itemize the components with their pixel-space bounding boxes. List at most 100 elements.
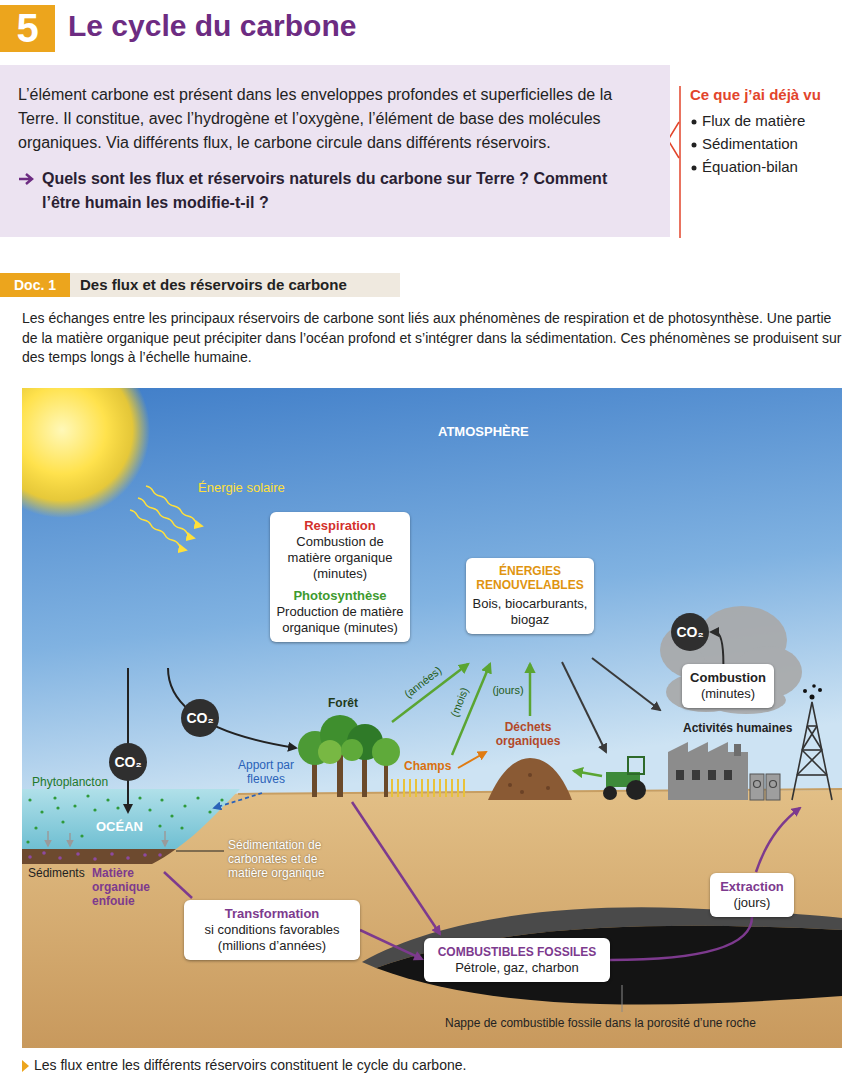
- phytoplankton-dots: [220, 798, 223, 801]
- use-arrows: [562, 662, 606, 752]
- node-text: Respiration: [276, 518, 404, 534]
- leader-line: [622, 985, 623, 1012]
- phytoplankton-dots: [106, 798, 109, 801]
- node-text: CO₂: [114, 754, 141, 770]
- crop-field: [427, 779, 429, 797]
- oil-derrick: [792, 702, 832, 800]
- fossilisation-arrows: [164, 872, 192, 898]
- sedimentation-arrows: [164, 831, 166, 846]
- factory: [708, 770, 716, 780]
- crop-field: [403, 779, 405, 797]
- co2-circle: CO₂: [671, 613, 709, 651]
- crop-field: [397, 779, 399, 797]
- flow-arrow: [458, 752, 486, 768]
- node-text: Quels sont les flux et réservoirs nature…: [18, 167, 648, 215]
- flow-line: [360, 930, 419, 957]
- phytoplankton-dots: [34, 826, 37, 829]
- bullet-item: Équation-bilan: [702, 158, 798, 175]
- node-text: CO₂: [186, 710, 213, 726]
- crop-field: [457, 779, 459, 797]
- reservoir-label: Champs: [404, 759, 451, 773]
- buried-organic-dots: [126, 856, 130, 860]
- crop-field: [433, 779, 435, 797]
- duration-label: (années): [401, 664, 443, 700]
- crop-field: [409, 779, 411, 797]
- page-title: Le cycle du carbone: [68, 9, 356, 43]
- node-text: Combustion: [688, 670, 768, 686]
- chapter-number: 5: [0, 5, 55, 52]
- node-text: si conditions favorables (millions d’ann…: [190, 922, 354, 954]
- oil-drops: [803, 684, 822, 699]
- factory: [692, 770, 700, 780]
- phytoplankton-dots: [196, 796, 199, 799]
- node-text: (minutes): [688, 686, 768, 702]
- oil-drops: [812, 684, 816, 688]
- intro-panel: L’élément carbone est présent dans les e…: [0, 65, 670, 237]
- process-box: Combustion(minutes): [682, 664, 774, 708]
- bullet-item: Sédimentation: [702, 135, 798, 152]
- solar-rays: [130, 486, 202, 550]
- solar-rays: [130, 510, 186, 550]
- river-arrow: [214, 793, 262, 808]
- doc-paragraph: Les échanges entre les principaux réserv…: [22, 309, 842, 368]
- forest-trees: [318, 740, 342, 764]
- sedimentation-arrows: [69, 833, 71, 846]
- oil-drops: [803, 689, 807, 693]
- phytoplankton-dots: [86, 794, 89, 797]
- crop-field: [415, 779, 417, 797]
- section-heading: Ce que j’ai déjà vu: [690, 86, 821, 103]
- oil-derrick: [792, 702, 832, 800]
- reservoir-label: Forêt: [328, 696, 358, 710]
- buried-organic-dots: [58, 856, 62, 860]
- oil-derrick: [807, 725, 817, 727]
- node-text: 5: [0, 5, 55, 52]
- factory: [734, 744, 741, 756]
- fossil-fuel-reservoir: [376, 926, 842, 1005]
- factory: [750, 774, 764, 800]
- waste-pile: [546, 786, 550, 790]
- sun: [22, 388, 150, 518]
- factory: [668, 742, 780, 800]
- buried-organic-dots: [76, 852, 80, 856]
- crop-field: [439, 779, 441, 797]
- oil-derrick: [802, 749, 822, 751]
- doc-title: Des flux et des réservoirs de carbone: [80, 276, 347, 293]
- reservoir-label: Déchets organiques: [488, 720, 568, 748]
- co2-circle: CO₂: [109, 743, 147, 781]
- reservoir-label: ATMOSPHÈRE: [438, 424, 529, 439]
- biomass-arrows: [529, 664, 532, 716]
- waste-pile: [528, 773, 532, 777]
- sediment-layer: [22, 849, 176, 864]
- fossilisation-arrows: [352, 802, 440, 934]
- phytoplankton-dots: [183, 804, 186, 807]
- phytoplankton-dots: [158, 824, 161, 827]
- fossilisation-arrows: [756, 808, 800, 872]
- doc-tag: Doc. 1: [0, 273, 70, 297]
- phytoplankton-dots: [116, 806, 119, 809]
- ground: [22, 790, 842, 1048]
- crop-field: [445, 779, 447, 797]
- buried-organic-dots: [28, 855, 32, 859]
- node-text: Pétrole, gaz, charbon: [430, 960, 604, 976]
- flow-label: Apport par fleuves: [226, 758, 306, 786]
- oil-drops: [818, 688, 822, 692]
- phytoplankton-dots: [138, 796, 141, 799]
- crop-field: [392, 779, 464, 797]
- phytoplankton-dots: [26, 840, 29, 843]
- header-decor: [692, 120, 697, 125]
- phytoplankton-dots: [80, 834, 83, 837]
- carbon-cycle-scene: [22, 388, 842, 1048]
- bullet-item: Flux de matière: [702, 112, 805, 129]
- use-arrows: [592, 658, 660, 710]
- use-arrows: [562, 658, 660, 752]
- factory: [724, 770, 732, 780]
- arrow-head: [413, 951, 424, 960]
- leader-line: [176, 851, 224, 852]
- node-text: ÉNERGIES RENOUVELABLES: [472, 564, 588, 592]
- solar-rays: [146, 486, 202, 526]
- phytoplankton-dots: [93, 808, 96, 811]
- factory: [770, 781, 777, 788]
- phytoplankton-dots: [26, 794, 223, 843]
- phytoplankton-dots: [180, 826, 183, 829]
- oil-derrick: [802, 750, 827, 775]
